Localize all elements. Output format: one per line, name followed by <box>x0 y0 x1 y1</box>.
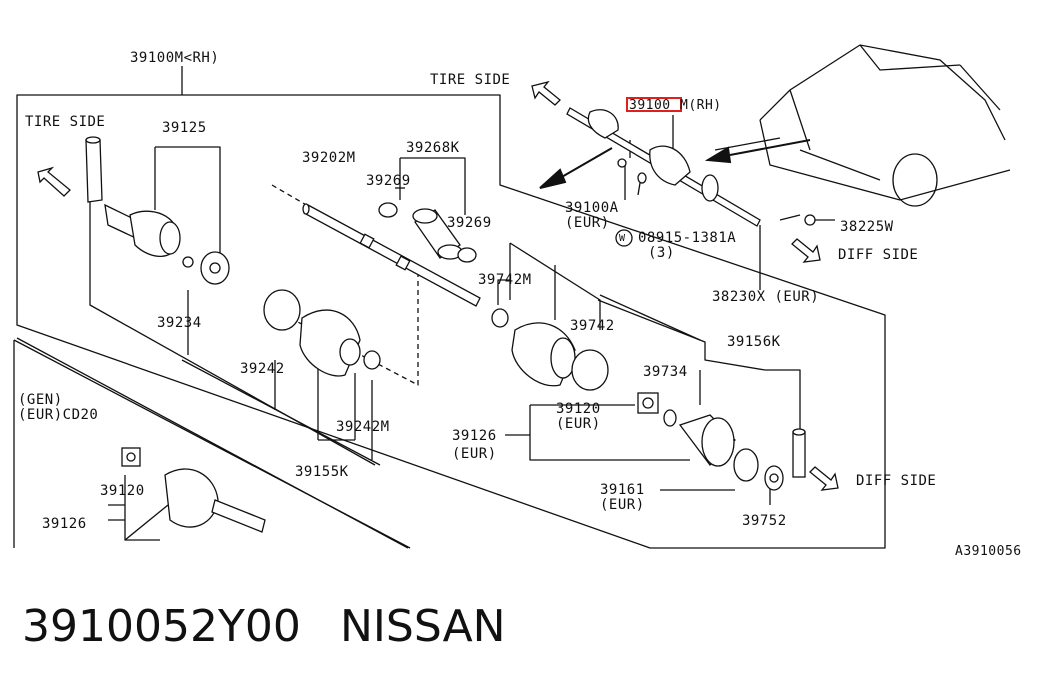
band-39242m <box>363 350 381 370</box>
label-ref-code: A3910056 <box>955 544 1022 559</box>
label-eur-a: (EUR) <box>556 416 601 432</box>
label-diff-side-upper: DIFF SIDE <box>838 247 919 263</box>
label-eur-d: (EUR) <box>565 215 610 231</box>
caption-brand: NISSAN <box>340 601 506 652</box>
arrow-diff-side-lower <box>809 466 839 491</box>
label-39242: 39242 <box>240 361 285 377</box>
washer-symbol-circle <box>615 229 633 247</box>
label-39120-eur: 39120 <box>556 401 601 417</box>
ring-39161 <box>733 448 759 482</box>
label-diff-side-lower: DIFF SIDE <box>856 473 937 489</box>
label-39156k: 39156K <box>727 334 781 350</box>
label-39125: 39125 <box>162 120 207 136</box>
label-39126-eur: 39126 <box>452 428 497 444</box>
label-39100a: 39100A <box>565 200 619 216</box>
boot-39268k <box>412 208 463 260</box>
label-39742: 39742 <box>570 318 615 334</box>
label-39202m: 39202M <box>302 150 356 166</box>
label-assy-rh-top: 39100M<RH) <box>130 50 220 66</box>
main-frame <box>16 94 886 549</box>
band-39742m <box>491 308 509 328</box>
label-08915: 08915-1381A <box>638 230 737 246</box>
arrow-tire-side-top <box>531 80 561 106</box>
label-39734: 39734 <box>643 364 688 380</box>
label-39269-b: 39269 <box>447 215 492 231</box>
label-gen: (GEN) <box>18 392 63 408</box>
drive-shaft-assembly-small <box>566 107 761 227</box>
stub-shaft-tire-side <box>85 136 103 203</box>
label-39752: 39752 <box>742 513 787 529</box>
highlight-box-39100m <box>626 97 682 112</box>
housing-39126-gen <box>164 468 266 533</box>
label-39742m: 39742M <box>478 272 532 288</box>
arrow-into-car <box>729 139 811 156</box>
label-39242m: 39242M <box>336 419 390 435</box>
label-39234: 39234 <box>157 315 202 331</box>
label-39100m-highlight: 39100 <box>629 98 671 113</box>
label-39120-gen: 39120 <box>100 483 145 499</box>
boot-inner <box>511 322 576 387</box>
car-illustration <box>759 44 1011 207</box>
band-39242 <box>263 289 301 331</box>
label-39155k: 39155K <box>295 464 349 480</box>
pin-39156k <box>792 428 806 478</box>
label-qty3: (3) <box>648 245 675 261</box>
label-39126-gen: 39126 <box>42 516 87 532</box>
label-38225w: 38225W <box>840 219 894 235</box>
label-38230x: 38230X (EUR) <box>712 289 820 305</box>
boot-outer <box>299 309 361 377</box>
washer-38225w <box>804 214 816 226</box>
band-39269-b <box>457 247 477 263</box>
outer-cv-joint-39125 <box>104 203 230 285</box>
drive-shaft-39202m <box>302 203 481 307</box>
label-39269-a: 39269 <box>366 173 411 189</box>
arrow-diff-side-upper <box>791 238 821 263</box>
label-39100m-rh: M(RH) <box>680 98 722 113</box>
arrow-tire-side-left <box>37 166 71 197</box>
spider-39120-gen <box>121 447 141 467</box>
band-39742 <box>571 349 609 391</box>
label-eur-c: (EUR) <box>600 497 645 513</box>
label-washer-symbol: W <box>619 233 626 244</box>
label-tire-side-left: TIRE SIDE <box>25 114 106 130</box>
label-eur-cd20: (EUR)CD20 <box>18 407 99 423</box>
label-tire-side-top: TIRE SIDE <box>430 72 511 88</box>
caption-part-number: 3910052Y00 <box>22 601 301 652</box>
label-39268k: 39268K <box>406 140 460 156</box>
spider-39120-eur <box>637 392 659 414</box>
label-39161: 39161 <box>600 482 645 498</box>
label-eur-b: (EUR) <box>452 446 497 462</box>
band-39269-a <box>378 202 398 218</box>
arrow-out-left <box>559 147 613 179</box>
housing-39126-eur <box>678 414 736 467</box>
snap-ring-39734 <box>663 409 677 427</box>
